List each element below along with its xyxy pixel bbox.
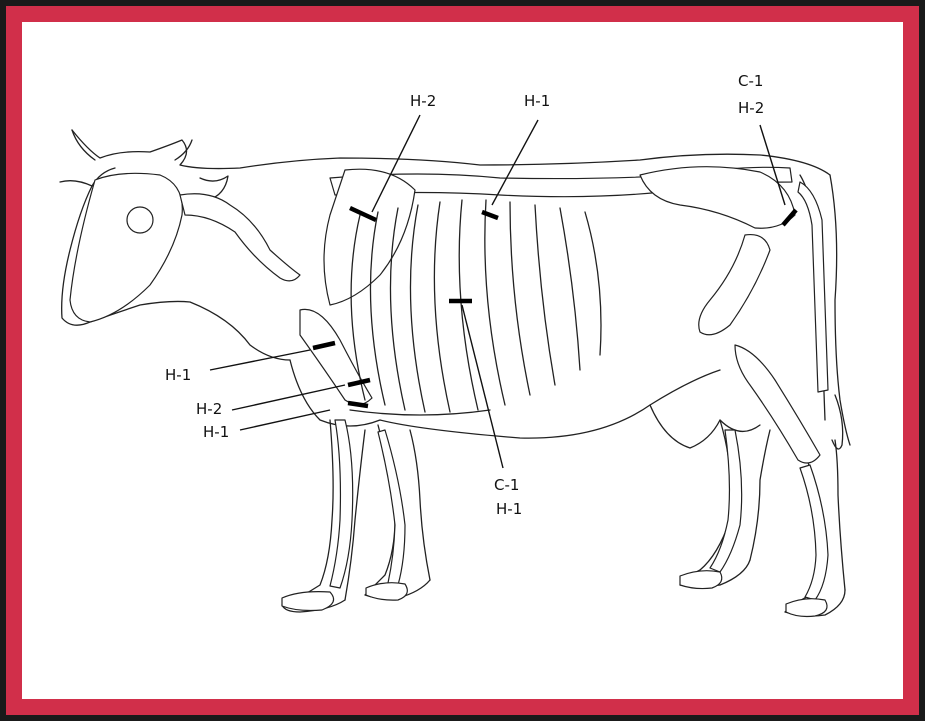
label-left-lower: H-1 bbox=[203, 423, 229, 441]
label-ribs-2: H-1 bbox=[496, 500, 522, 518]
label-left-upper: H-1 bbox=[165, 366, 191, 384]
label-shoulder: H-2 bbox=[410, 92, 436, 110]
label-thoracic: H-1 bbox=[524, 92, 550, 110]
white-panel bbox=[22, 22, 903, 699]
label-ribs-1: C-1 bbox=[494, 476, 519, 494]
label-left-middle: H-2 bbox=[196, 400, 222, 418]
mark-left-lower bbox=[348, 403, 368, 406]
label-pelvis-2: H-2 bbox=[738, 99, 764, 117]
label-pelvis-1: C-1 bbox=[738, 72, 763, 90]
